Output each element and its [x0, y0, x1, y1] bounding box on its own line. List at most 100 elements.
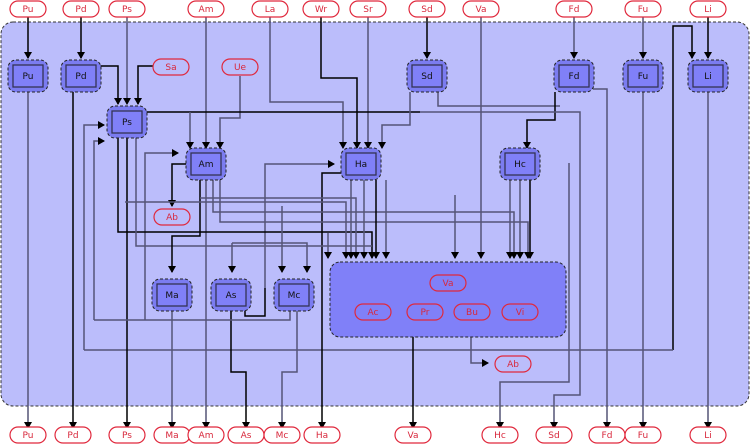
node-label: As: [226, 291, 237, 301]
edge: [244, 288, 266, 317]
port-label: Sr: [363, 5, 373, 15]
node-mc[interactable]: Mc: [273, 278, 315, 312]
port-shape: [187, 0, 225, 18]
output-port-ma[interactable]: Ma: [153, 426, 191, 444]
input-port-pd[interactable]: Pd: [62, 0, 100, 18]
port-label: Sa: [165, 63, 176, 73]
edge: [83, 121, 105, 350]
input-port-sr[interactable]: Sr: [349, 0, 387, 18]
output-port-ha[interactable]: Ha: [303, 426, 341, 444]
node-hc[interactable]: Hc: [499, 147, 541, 181]
node-body: [692, 64, 724, 88]
inner-port-ab1[interactable]: Ab: [153, 208, 191, 226]
port-shape: [689, 426, 727, 444]
input-port-pu[interactable]: Pu: [9, 0, 47, 18]
port-shape: [9, 426, 47, 444]
node-li[interactable]: Li: [687, 59, 729, 93]
input-port-am[interactable]: Am: [187, 0, 225, 18]
output-port-as[interactable]: As: [227, 426, 265, 444]
port-label: Vi: [516, 308, 524, 318]
node-ma[interactable]: Ma: [151, 278, 193, 312]
node-fu[interactable]: Fu: [622, 59, 664, 93]
node-label: Am: [199, 160, 214, 170]
port-shape: [624, 0, 662, 18]
edge: [523, 92, 556, 149]
group-port-bu[interactable]: Bu: [453, 303, 491, 321]
node-pu[interactable]: Pu: [7, 59, 49, 93]
node-label: Ma: [165, 291, 178, 301]
port-label: Pd: [75, 5, 86, 15]
inner-port-sa[interactable]: Sa: [152, 58, 190, 76]
group-port-pr[interactable]: Pr: [406, 303, 444, 321]
port-shape: [462, 0, 500, 18]
input-port-fu[interactable]: Fu: [624, 0, 662, 18]
inner-port-ue[interactable]: Ue: [221, 58, 259, 76]
port-shape: [429, 274, 467, 292]
input-port-li[interactable]: Li: [689, 0, 727, 18]
port-label: Fu: [638, 5, 648, 15]
node-label: Sd: [421, 72, 432, 82]
output-port-fd[interactable]: Fd: [588, 426, 626, 444]
edge: [593, 88, 611, 429]
input-port-la[interactable]: La: [251, 0, 289, 18]
node-ps[interactable]: Ps: [106, 105, 148, 139]
port-shape: [187, 426, 225, 444]
output-port-am[interactable]: Am: [187, 426, 225, 444]
port-shape: [303, 426, 341, 444]
port-shape: [408, 0, 446, 18]
port-shape: [501, 303, 539, 321]
group-port-ac[interactable]: Ac: [354, 303, 392, 321]
output-port-pd[interactable]: Pd: [54, 426, 92, 444]
output-port-sd[interactable]: Sd: [535, 426, 573, 444]
inner-port-ab2[interactable]: Ab: [494, 355, 532, 373]
node-am[interactable]: Am: [185, 147, 227, 181]
node-body: [627, 64, 659, 88]
port-shape: [263, 426, 301, 444]
input-port-sd[interactable]: Sd: [408, 0, 446, 18]
port-label: Ac: [368, 308, 379, 318]
input-port-va[interactable]: Va: [462, 0, 500, 18]
port-shape: [9, 0, 47, 18]
output-port-va[interactable]: Va: [394, 426, 432, 444]
port-label: Ue: [234, 63, 247, 73]
edge: [219, 180, 532, 259]
port-shape: [221, 58, 259, 76]
output-port-pu[interactable]: Pu: [9, 426, 47, 444]
edge: [269, 16, 347, 149]
port-shape: [62, 0, 100, 18]
node-as[interactable]: As: [210, 278, 252, 312]
node-sd[interactable]: Sd: [406, 59, 448, 93]
top-ports: Pu Pd Ps Am La Wr Sr Sd Va Fd Fu Li: [9, 0, 727, 18]
va-group-container[interactable]: [329, 261, 567, 338]
input-port-fd[interactable]: Fd: [555, 0, 593, 18]
node-body: [504, 152, 536, 176]
port-shape: [394, 426, 432, 444]
port-label: As: [241, 431, 252, 441]
port-label: Sd: [421, 5, 432, 15]
output-port-hc[interactable]: Hc: [481, 426, 519, 444]
input-port-ps[interactable]: Ps: [108, 0, 146, 18]
output-port-ps[interactable]: Ps: [108, 426, 146, 444]
node-ha[interactable]: Ha: [340, 147, 382, 181]
group-port-vi[interactable]: Vi: [501, 303, 539, 321]
port-label: Ab: [166, 213, 178, 223]
port-label: Fd: [602, 431, 613, 441]
node-body: [156, 283, 188, 307]
output-port-mc[interactable]: Mc: [263, 426, 301, 444]
edges: [24, 16, 712, 429]
output-port-li[interactable]: Li: [689, 426, 727, 444]
edge: [320, 16, 361, 149]
group-port-va[interactable]: Va: [429, 274, 467, 292]
edge: [278, 310, 298, 429]
input-port-wr[interactable]: Wr: [302, 0, 340, 18]
port-label: Bu: [466, 308, 478, 318]
node-label: Fd: [569, 72, 580, 82]
node-fd[interactable]: Fd: [553, 59, 595, 93]
node-pd[interactable]: Pd: [60, 59, 102, 93]
port-label: Ab: [507, 360, 519, 370]
edge: [168, 180, 201, 273]
output-port-fu[interactable]: Fu: [624, 426, 662, 444]
